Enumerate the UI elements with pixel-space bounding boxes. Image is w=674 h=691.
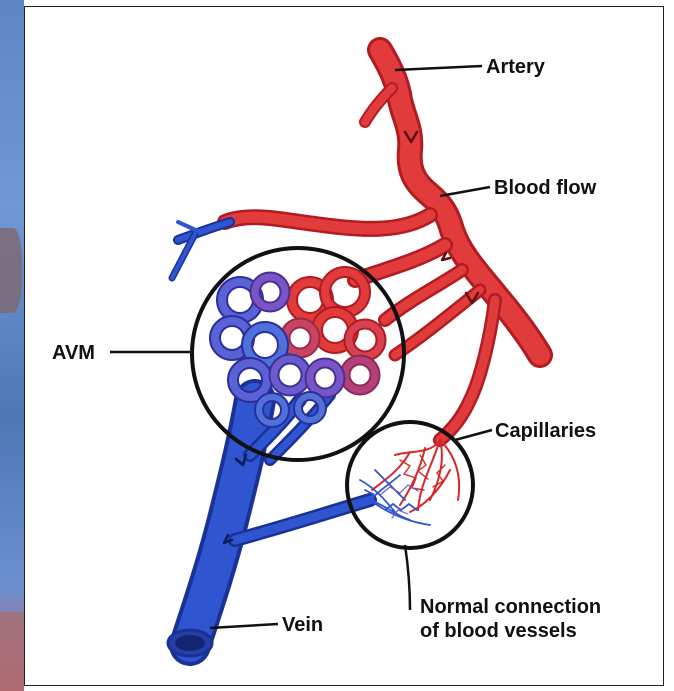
normal-connection-label-line1: Normal connection bbox=[420, 596, 601, 618]
avm-label: AVM bbox=[52, 342, 95, 364]
capillary-bed bbox=[360, 440, 459, 525]
blood-flow-label: Blood flow bbox=[494, 177, 597, 199]
capillaries-callout-circle bbox=[347, 422, 473, 548]
capillaries-label: Capillaries bbox=[495, 420, 596, 442]
avm-tangle bbox=[215, 272, 381, 423]
vein-label: Vein bbox=[282, 614, 323, 636]
artery-label: Artery bbox=[486, 56, 546, 78]
vein-tree bbox=[168, 222, 370, 656]
normal-connection-label-line2: of blood vessels bbox=[420, 620, 577, 642]
